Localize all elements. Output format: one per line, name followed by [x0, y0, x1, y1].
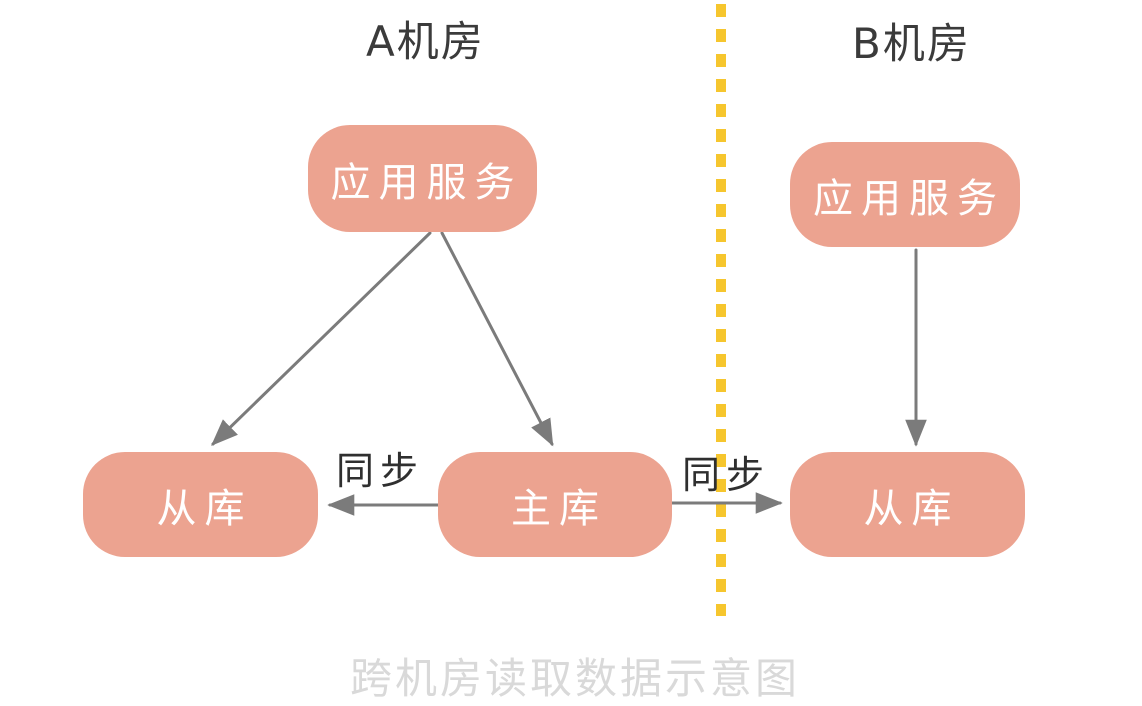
- node-a-slave-db: 从库: [83, 452, 318, 557]
- diagram-caption: 跨机房读取数据示意图: [350, 654, 801, 703]
- node-a-app-service: 应用服务: [308, 125, 537, 232]
- sync-label-right: 同步: [682, 453, 771, 497]
- zone-b-header: B机房: [852, 19, 971, 68]
- node-b-app-service: 应用服务: [790, 142, 1020, 247]
- node-master-db: 主库: [438, 452, 672, 557]
- zone-a-header: A机房: [366, 17, 485, 66]
- sync-label-left: 同步: [336, 449, 425, 493]
- zone-divider-dashed-line: [716, 4, 726, 616]
- arrow-a-app-to-master: [440, 231, 554, 447]
- arrow-a-app-to-a-slave: [211, 231, 432, 446]
- node-b-slave-db: 从库: [790, 452, 1025, 557]
